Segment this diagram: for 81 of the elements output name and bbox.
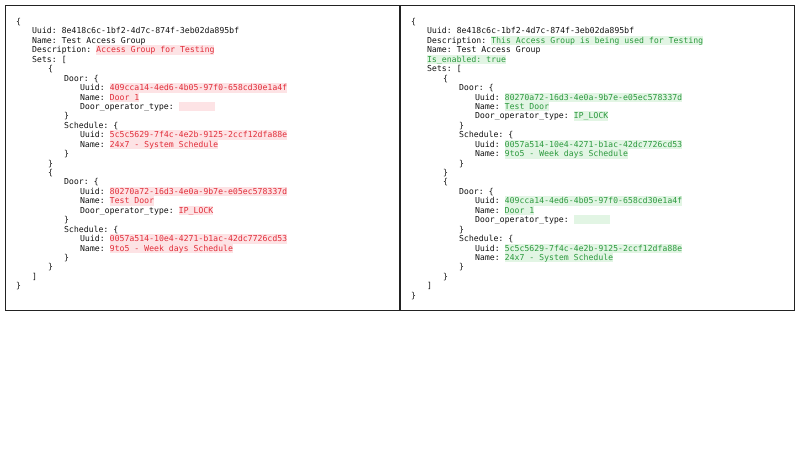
added-value: This Access Group is being used for Testing [491, 36, 704, 46]
removed-value: 5c5c5629-7f4c-4e2b-9125-2ccf12dfa88e [110, 130, 288, 140]
code-line: Schedule: { [64, 120, 118, 130]
added-value: IP_LOCK [574, 111, 608, 121]
code-line: Name: [80, 244, 105, 253]
code-line: } [64, 215, 69, 225]
code-line: } [64, 149, 69, 159]
added-value: 5c5c5629-7f4c-4e2b-9125-2ccf12dfa88e [504, 244, 682, 253]
added-value: 409cca14-4ed6-4b05-97f0-658cd30e1a4f [504, 196, 682, 206]
code-line: Door_operator_type: [475, 215, 569, 225]
code-line: } [443, 168, 448, 178]
code-line: } [443, 272, 448, 282]
code-line: { [48, 64, 53, 74]
code-line: Door: { [459, 83, 494, 93]
code-line: ] [427, 281, 432, 291]
removed-value: 409cca14-4ed6-4b05-97f0-658cd30e1a4f [110, 83, 288, 93]
code-line: } [459, 158, 464, 168]
code-line: Name: [80, 140, 105, 150]
code-line: Uuid: [475, 140, 500, 150]
code-line: Description: [427, 36, 486, 46]
removed-value: IP_LOCK [178, 206, 214, 216]
code-line: Sets: [ [32, 54, 67, 64]
code-line: } [48, 158, 53, 168]
code-line: } [48, 262, 53, 272]
code-line: Schedule: { [459, 130, 514, 140]
code-line: Uuid: [80, 130, 105, 140]
code-line: Uuid: [475, 244, 500, 253]
code-line: Uuid: 8e418c6c-1bf2-4d7c-874f-3eb02da895bf [427, 26, 634, 36]
added-value: 0057a514-10e4-4271-b1ac-42dc7726cd53 [504, 140, 682, 150]
added-value: Is_enabled: true [427, 54, 506, 64]
code-line: Uuid: [475, 196, 500, 206]
added-value: 80270a72-16d3-4e0a-9b7e-e05ec578337d [504, 92, 682, 102]
code-line: Schedule: { [459, 234, 514, 244]
code-line: Door_operator_type: [475, 111, 569, 121]
highlight-mark [574, 215, 610, 224]
code-line: ] [32, 272, 37, 282]
code-line: { [411, 17, 416, 26]
code-line: { [48, 168, 53, 178]
code-line: Door_operator_type: [80, 102, 174, 112]
code-line: Name: [475, 206, 500, 216]
code-line: Name: Test Access Group [427, 45, 540, 55]
code-line: { [443, 177, 448, 187]
removed-value: 9to5 - Week days Schedule [110, 244, 233, 253]
code-line: Door_operator_type: [80, 206, 174, 216]
code-line: { [443, 74, 448, 84]
code-line: Name: [80, 92, 105, 102]
removed-value: 0057a514-10e4-4271-b1ac-42dc7726cd53 [110, 234, 288, 244]
code-line: } [64, 111, 69, 121]
removed-value: Access Group for Testing [96, 45, 214, 55]
code-line: Sets: [ [427, 64, 462, 74]
code-line: Description: [32, 45, 92, 55]
code-line: Name: [475, 102, 500, 112]
code-line: } [459, 120, 464, 130]
code-line: Uuid: [80, 234, 105, 244]
code-line: Name: [80, 196, 105, 206]
code-line: Uuid: [80, 186, 105, 196]
added-value: Door 1 [504, 206, 534, 216]
code-line: Door: { [64, 74, 99, 84]
code-line: } [64, 252, 69, 262]
code-line: } [16, 281, 21, 291]
code-line: { [16, 17, 21, 26]
removed-value: Test Door [110, 196, 154, 206]
highlight-mark [178, 102, 215, 112]
code-panel [5, 5, 400, 311]
code-line: Name: [475, 149, 500, 159]
code-line: Door: { [459, 186, 494, 196]
added-value: Test Door [504, 102, 550, 112]
code-line: Name: [475, 252, 500, 262]
code-line: Schedule: { [64, 224, 118, 234]
code-line: Door: { [64, 177, 99, 187]
code-panel [400, 5, 795, 311]
removed-value: Door 1 [110, 92, 140, 102]
code-line: Uuid: 8e418c6c-1bf2-4d7c-874f-3eb02da895bf [32, 26, 240, 36]
code-line: Uuid: [475, 92, 500, 102]
added-value: 9to5 - Week days Schedule [504, 149, 628, 159]
code-line: } [459, 224, 464, 234]
code-line: Uuid: [80, 83, 105, 93]
removed-value: 80270a72-16d3-4e0a-9b7e-e05ec578337d [110, 186, 288, 196]
code-line: } [459, 262, 464, 272]
code-line: } [411, 290, 416, 300]
code-line: Name: Test Access Group [32, 36, 146, 46]
